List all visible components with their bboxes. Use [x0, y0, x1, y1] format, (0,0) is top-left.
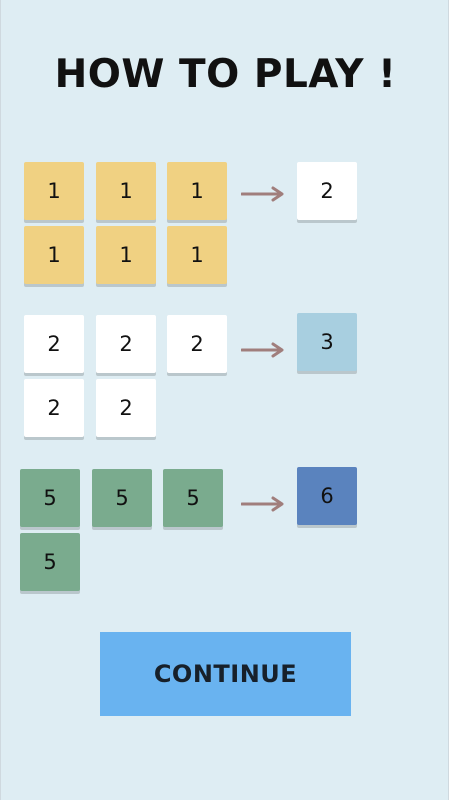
- right-arrow-icon: [241, 496, 284, 512]
- tile-1: 1: [167, 226, 227, 284]
- tile-5: 5: [20, 469, 80, 527]
- tile-5: 5: [20, 533, 80, 591]
- tile-1: 1: [96, 162, 156, 220]
- tile-1: 1: [24, 226, 84, 284]
- continue-button[interactable]: CONTINUE: [100, 632, 351, 716]
- tile-5: 5: [92, 469, 152, 527]
- tile-1: 1: [24, 162, 84, 220]
- tile-2: 2: [96, 379, 156, 437]
- tile-2: 2: [167, 315, 227, 373]
- result-tile-2: 2: [297, 162, 357, 220]
- right-arrow-icon: [241, 342, 284, 358]
- tile-1: 1: [96, 226, 156, 284]
- page-title: HOW TO PLAY !: [54, 52, 397, 97]
- tile-5: 5: [163, 469, 223, 527]
- result-tile-3: 3: [297, 313, 357, 371]
- tile-2: 2: [24, 379, 84, 437]
- tile-1: 1: [167, 162, 227, 220]
- tile-2: 2: [96, 315, 156, 373]
- result-tile-6: 6: [297, 467, 357, 525]
- right-arrow-icon: [241, 186, 284, 202]
- tile-2: 2: [24, 315, 84, 373]
